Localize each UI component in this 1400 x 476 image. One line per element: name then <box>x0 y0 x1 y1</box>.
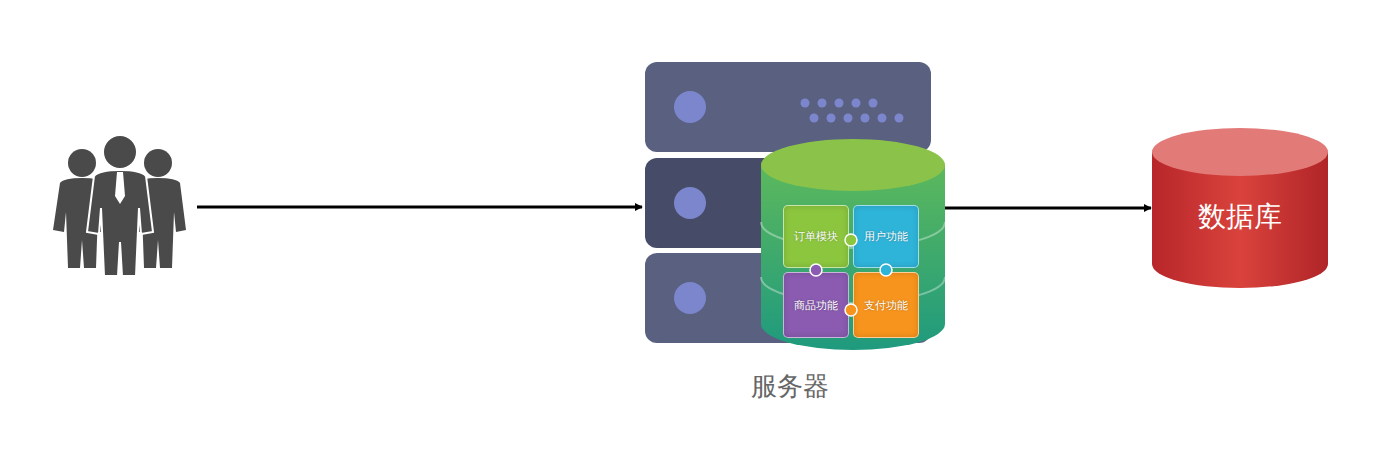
flow-arrow <box>945 207 1151 210</box>
rack-vent <box>861 114 870 123</box>
rack-vent <box>818 99 827 108</box>
rack-vent <box>810 114 819 123</box>
request-arrow <box>197 206 642 209</box>
cylinder-body <box>761 165 945 350</box>
module-piece: 商品功能 <box>783 272 849 338</box>
module-piece: 订单模块 <box>783 205 849 268</box>
module-label: 用户功能 <box>864 229 908 244</box>
module-label: 订单模块 <box>794 229 838 244</box>
puzzle-knob <box>880 264 892 276</box>
module-label: 商品功能 <box>794 298 838 313</box>
rack-vent <box>827 114 836 123</box>
rack-vent <box>878 114 887 123</box>
users-icon <box>53 135 186 276</box>
rack-vent <box>835 99 844 108</box>
puzzle-knob <box>810 264 822 276</box>
module-piece: 支付功能 <box>853 272 919 338</box>
database-label: 数据库 <box>1198 198 1282 236</box>
rack-light <box>674 91 706 123</box>
server-node: 服务器订单模块用户功能商品功能支付功能 <box>645 62 945 352</box>
rack-vent <box>895 114 904 123</box>
rack-vent <box>852 99 861 108</box>
server-label: 服务器 <box>645 369 935 404</box>
rack-light <box>674 187 706 219</box>
server-rack <box>645 62 931 152</box>
puzzle-knob <box>845 234 857 246</box>
module-piece: 用户功能 <box>853 205 919 268</box>
module-label: 支付功能 <box>864 298 908 313</box>
database-cylinder: 数据库 <box>1152 128 1328 288</box>
rack-vent <box>801 99 810 108</box>
rack-light <box>674 282 706 314</box>
puzzle-knob <box>845 304 857 316</box>
rack-vent <box>869 99 878 108</box>
cylinder-top <box>761 139 945 191</box>
rack-vent <box>844 114 853 123</box>
